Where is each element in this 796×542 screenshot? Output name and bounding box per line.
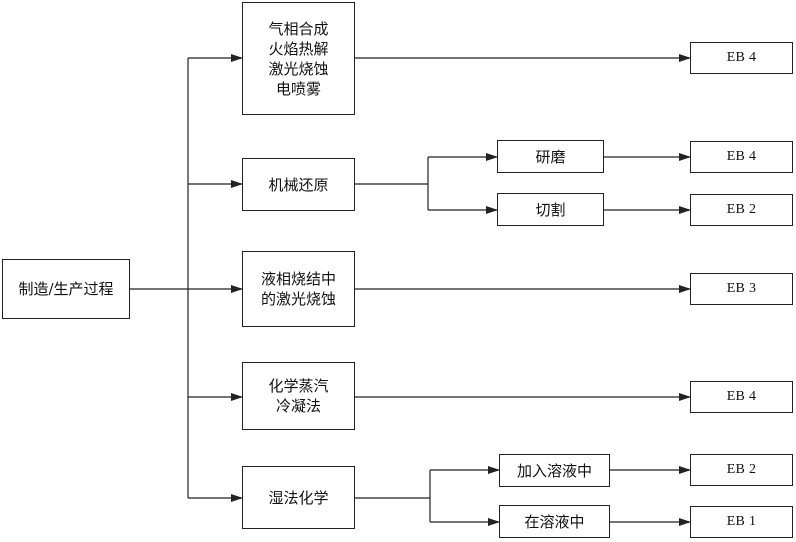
- output-eb-box: EB 2: [690, 454, 793, 486]
- process-cvc-box: 化学蒸汽 冷凝法: [242, 362, 355, 430]
- output-eb-box: EB 4: [690, 42, 793, 74]
- process-mechanical-box: 机械还原: [242, 158, 355, 211]
- substep-in-solution-label: 在溶液中: [524, 512, 585, 531]
- process-wet-chem-label: 湿法化学: [268, 488, 329, 507]
- root-box: 制造/生产过程: [2, 259, 130, 319]
- output-eb-box: EB 1: [690, 506, 793, 538]
- process-liquid-phase-label: 液相烧结中 的激光烧蚀: [260, 270, 336, 308]
- process-wet-chem-box: 湿法化学: [242, 466, 355, 529]
- output-eb-box: EB 4: [690, 141, 793, 173]
- output-eb-label: EB 4: [726, 149, 757, 164]
- output-eb-label: EB 4: [726, 50, 757, 65]
- output-eb-label: EB 2: [726, 462, 757, 477]
- substep-grind-box: 研磨: [497, 140, 604, 173]
- output-eb-label: EB 4: [726, 389, 757, 404]
- substep-add-solution-box: 加入溶液中: [499, 454, 610, 487]
- output-eb-label: EB 3: [726, 281, 757, 296]
- output-eb-box: EB 2: [690, 194, 793, 226]
- substep-add-solution-label: 加入溶液中: [516, 461, 592, 480]
- root-label: 制造/生产过程: [18, 280, 114, 298]
- substep-in-solution-box: 在溶液中: [499, 505, 610, 538]
- process-gas-phase-label: 气相合成 火焰热解 激光烧蚀 电喷雾: [268, 19, 329, 98]
- substep-grind-label: 研磨: [535, 147, 566, 166]
- substep-cut-label: 切割: [535, 200, 566, 219]
- process-liquid-phase-box: 液相烧结中 的激光烧蚀: [242, 251, 355, 327]
- process-cvc-label: 化学蒸汽 冷凝法: [268, 377, 329, 415]
- output-eb-box: EB 4: [690, 381, 793, 413]
- substep-cut-box: 切割: [497, 193, 604, 226]
- output-eb-label: EB 2: [726, 202, 757, 217]
- process-mechanical-label: 机械还原: [268, 175, 329, 194]
- process-gas-phase-box: 气相合成 火焰热解 激光烧蚀 电喷雾: [242, 2, 355, 115]
- output-eb-box: EB 3: [690, 273, 793, 305]
- output-eb-label: EB 1: [726, 514, 757, 529]
